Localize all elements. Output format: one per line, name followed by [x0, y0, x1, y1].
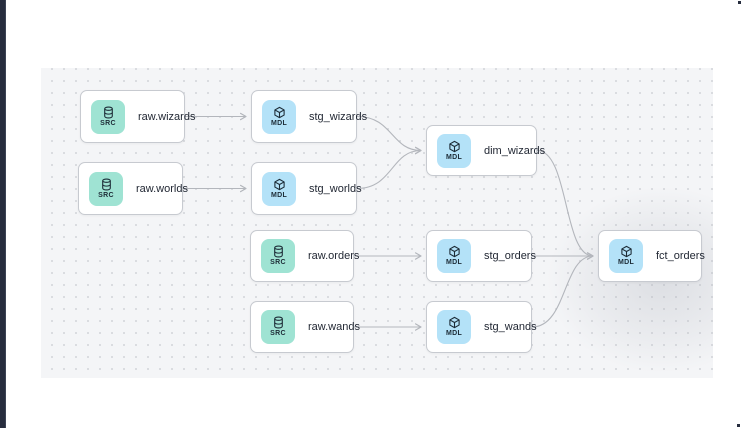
node-raw-orders[interactable]: SRC raw.orders [250, 230, 359, 282]
badge-label: MDL [270, 191, 288, 199]
mdl-badge: MDL [437, 310, 471, 344]
edge-stg_worlds-dim_wizards [356, 146, 422, 190]
badge-label: MDL [617, 259, 635, 266]
edges-layer [183, 112, 594, 331]
mdl-badge: MDL [437, 239, 471, 273]
src-badge: SRC [89, 171, 123, 206]
edge-stg_wands-fct_orders [531, 252, 594, 328]
node-stg-worlds[interactable]: MDL stg_worlds [251, 162, 362, 215]
mdl-badge: MDL [609, 239, 643, 273]
node-label: raw.worlds [136, 182, 188, 195]
node-label: stg_worlds [309, 182, 362, 195]
database-icon [103, 106, 113, 118]
node-label: stg_wizards [309, 110, 368, 123]
node-label: raw.orders [308, 250, 360, 262]
cube-icon [273, 178, 285, 190]
src-badge: SRC [261, 310, 295, 344]
node-raw-wands[interactable]: SRC raw.wands [250, 301, 360, 353]
node-label: stg_orders [484, 250, 536, 262]
node-label: dim_wizards [484, 144, 546, 157]
cube-icon [273, 106, 285, 118]
mdl-badge: MDL [437, 133, 471, 168]
database-icon [101, 178, 111, 190]
badge-label: MDL [445, 330, 463, 337]
node-stg-wands[interactable]: MDL stg_wands [426, 301, 537, 353]
node-label: raw.wands [308, 321, 360, 333]
window-edge-bar [0, 0, 6, 428]
src-badge: SRC [91, 99, 125, 134]
corner-artifact-bottom-right [737, 424, 740, 427]
node-stg-orders[interactable]: MDL stg_orders [426, 230, 536, 282]
badge-label: MDL [270, 119, 288, 127]
mdl-badge: MDL [262, 99, 296, 134]
badge-label: SRC [270, 259, 286, 266]
mdl-badge: MDL [262, 171, 296, 206]
badge-label: SRC [100, 119, 116, 127]
cube-icon [620, 245, 632, 258]
lineage-canvas[interactable]: SRC raw.wizards MDL stg_wizards SRC raw.… [41, 68, 713, 378]
node-stg-wizards[interactable]: MDL stg_wizards [251, 90, 367, 143]
cube-icon [448, 140, 460, 152]
badge-label: MDL [445, 153, 463, 161]
corner-artifact-top-right [738, 1, 741, 4]
node-label: stg_wands [484, 321, 537, 333]
badge-label: SRC [270, 330, 286, 337]
database-icon [273, 245, 283, 258]
badge-label: SRC [98, 191, 114, 199]
edge-dim_wizards-fct_orders [536, 149, 594, 260]
node-label: raw.wizards [138, 110, 196, 123]
badge-label: MDL [445, 259, 463, 266]
src-badge: SRC [261, 239, 295, 273]
edge-stg_wizards-dim_wizards [356, 115, 422, 155]
node-fct-orders[interactable]: MDL fct_orders [598, 230, 705, 282]
cube-icon [448, 245, 460, 258]
cube-icon [448, 316, 460, 329]
node-raw-worlds[interactable]: SRC raw.worlds [78, 162, 188, 215]
node-raw-wizards[interactable]: SRC raw.wizards [80, 90, 195, 143]
node-dim-wizards[interactable]: MDL dim_wizards [426, 125, 545, 176]
node-label: fct_orders [656, 250, 705, 262]
database-icon [273, 316, 283, 329]
